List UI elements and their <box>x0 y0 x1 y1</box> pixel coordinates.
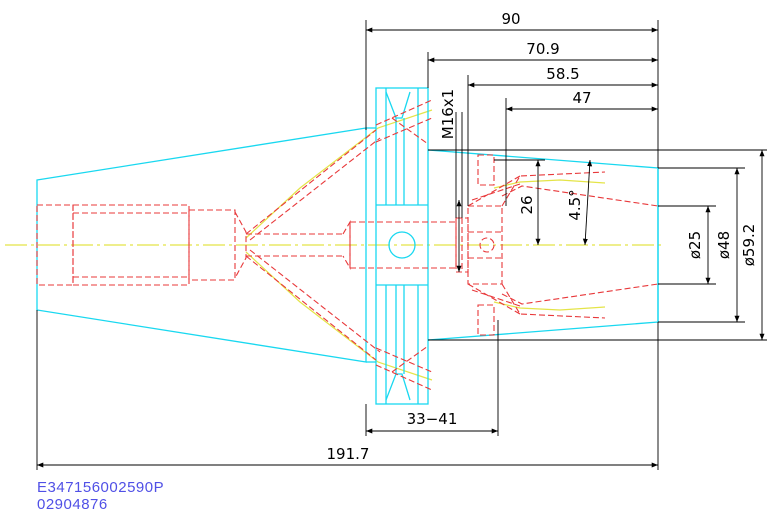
dimension-labels: 90 70.9 58.5 47 M16x1 26 4.5° ø25 ø48 ø5… <box>327 10 758 463</box>
dimension-lines <box>36 20 767 470</box>
dim-191-7: 191.7 <box>327 445 370 463</box>
dim-47: 47 <box>572 89 591 107</box>
dim-70-9: 70.9 <box>526 40 559 58</box>
dim-dia48: ø48 <box>715 231 733 259</box>
holder-outline <box>36 87 659 405</box>
dim-thread: M16x1 <box>439 89 457 139</box>
drive-slot <box>388 231 416 259</box>
dim-dia59-2: ø59.2 <box>740 224 758 267</box>
part-code-line1: E347156002590P <box>37 479 165 496</box>
hidden-lines <box>36 99 659 391</box>
center-lines <box>5 109 665 381</box>
dim-range: 33−41 <box>407 410 458 428</box>
part-code-line2: 02904876 <box>37 496 108 513</box>
dim-90: 90 <box>501 10 520 28</box>
dim-dia25: ø25 <box>686 231 704 259</box>
flange <box>375 87 429 405</box>
dim-26: 26 <box>518 195 536 214</box>
dim-58-5: 58.5 <box>546 65 579 83</box>
dim-angle: 4.5° <box>566 189 584 220</box>
